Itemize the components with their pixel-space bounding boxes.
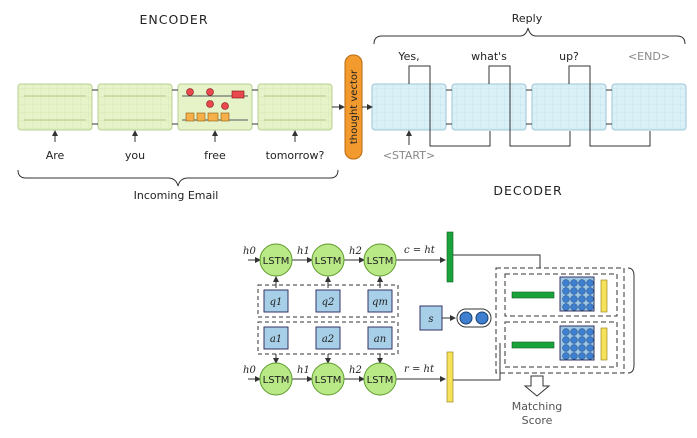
answer-vector-bar	[446, 351, 454, 403]
question-output-label: c = ht	[404, 245, 436, 256]
incoming-email-label: Incoming Email	[134, 189, 219, 202]
lstm-label: LSTM	[263, 256, 290, 267]
matrix-dot	[578, 328, 586, 336]
matrix-dot	[578, 287, 586, 295]
s-label: s	[428, 314, 433, 325]
matrix-dot	[570, 328, 578, 336]
thought-vector-label: thought vector	[349, 69, 360, 144]
matrix-dot	[562, 287, 570, 295]
a-cell-label: an	[374, 334, 386, 345]
state-label: h2	[349, 365, 362, 376]
matrix-dot	[586, 328, 594, 336]
matrix-dot	[562, 279, 570, 287]
decoder-output-word: what's	[471, 50, 507, 63]
yellow-bar	[600, 327, 608, 361]
state-label: h0	[243, 246, 256, 257]
green-bar	[511, 291, 555, 299]
lstm-label: LSTM	[315, 256, 342, 267]
incoming-email-bracket	[17, 169, 339, 187]
matrix-dot	[562, 336, 570, 344]
matching-score-label: Matching	[512, 400, 563, 413]
matrix-dot	[578, 279, 586, 287]
matching-score-label: Score	[522, 414, 553, 427]
lstm-label: LSTM	[367, 375, 394, 386]
reply-label: Reply	[512, 12, 543, 25]
yellow-bar	[600, 279, 608, 313]
q-cell-label: qm	[372, 297, 388, 308]
encoder-title: ENCODER	[139, 12, 208, 27]
q-cell	[367, 289, 393, 313]
q-cell	[315, 289, 341, 313]
matrix-dot	[586, 336, 594, 344]
q-cell-label: q2	[322, 297, 335, 308]
matrix-dot	[586, 303, 594, 311]
matrix-dot	[562, 344, 570, 352]
matrix-dot	[586, 344, 594, 352]
q-cell	[263, 289, 289, 313]
scoring-inner-box-bottom	[504, 321, 618, 368]
matrix-dot	[562, 352, 570, 360]
matrix-dot	[570, 336, 578, 344]
matrix-dot	[578, 303, 586, 311]
encoder-input-word: free	[204, 149, 226, 162]
scoring-bracket	[627, 267, 635, 374]
decoder-output-word: Yes,	[397, 50, 419, 63]
decoder-title: DECODER	[493, 183, 562, 198]
answer-lstm-row: LSTM LSTM LSTM h0 h1 h2 r = ht	[243, 354, 446, 396]
state-label: h1	[297, 365, 310, 376]
matrix-dot	[570, 352, 578, 360]
encoder-input-word: you	[125, 149, 145, 162]
decoder-end-token: <END>	[628, 50, 670, 63]
lstm-label: LSTM	[315, 375, 342, 386]
question-group-box	[257, 284, 399, 318]
decoder-output-word: up?	[559, 50, 579, 63]
matrix-dot	[562, 295, 570, 303]
matrix-dot	[586, 279, 594, 287]
matrix-dot	[578, 352, 586, 360]
matrix-dot	[570, 287, 578, 295]
answer-output-label: r = ht	[404, 364, 435, 375]
q-cell-label: q1	[270, 297, 283, 308]
state-label: h0	[243, 365, 256, 376]
matrix-dot	[586, 352, 594, 360]
matrix-dot	[570, 344, 578, 352]
matrix-dot	[562, 303, 570, 311]
score-arrow	[523, 375, 551, 397]
lstm-node	[363, 362, 397, 396]
reply-bracket	[373, 27, 686, 45]
lstm-label: LSTM	[263, 375, 290, 386]
matrix-dot	[586, 295, 594, 303]
encoder-input-word: tomorrow?	[266, 149, 325, 162]
dot-matrix-bottom	[559, 325, 595, 361]
encoder-cells	[17, 83, 345, 142]
question-lstm-row: LSTM LSTM LSTM h0 h1 h2 c = ht	[243, 243, 446, 288]
encoder-input-word: Are	[46, 149, 65, 162]
matrix-dot	[570, 279, 578, 287]
matrix-dot	[578, 295, 586, 303]
matrix-dot	[570, 303, 578, 311]
a-cell	[315, 326, 341, 350]
matrix-dot	[570, 295, 578, 303]
a-cell	[263, 326, 289, 350]
question-vector-bar	[446, 231, 454, 283]
state-label: h2	[349, 246, 362, 257]
dot-matrix-top	[559, 276, 595, 312]
lstm-node	[311, 362, 345, 396]
a-cell-label: a2	[322, 334, 334, 345]
a-cell-label: a1	[270, 334, 282, 345]
green-bar	[511, 341, 555, 349]
state-label: h1	[297, 246, 310, 257]
matrix-dot	[586, 287, 594, 295]
decoder-start-token: <START>	[383, 149, 435, 162]
scoring-outer-box	[495, 267, 625, 374]
matrix-dot	[578, 336, 586, 344]
lstm-label: LSTM	[367, 256, 394, 267]
matrix-dot	[562, 328, 570, 336]
lstm-node	[259, 362, 293, 396]
decoder-cells	[362, 65, 687, 147]
a-cell	[367, 326, 393, 350]
matrix-dot	[578, 344, 586, 352]
scoring-inner-box-top	[504, 273, 618, 317]
